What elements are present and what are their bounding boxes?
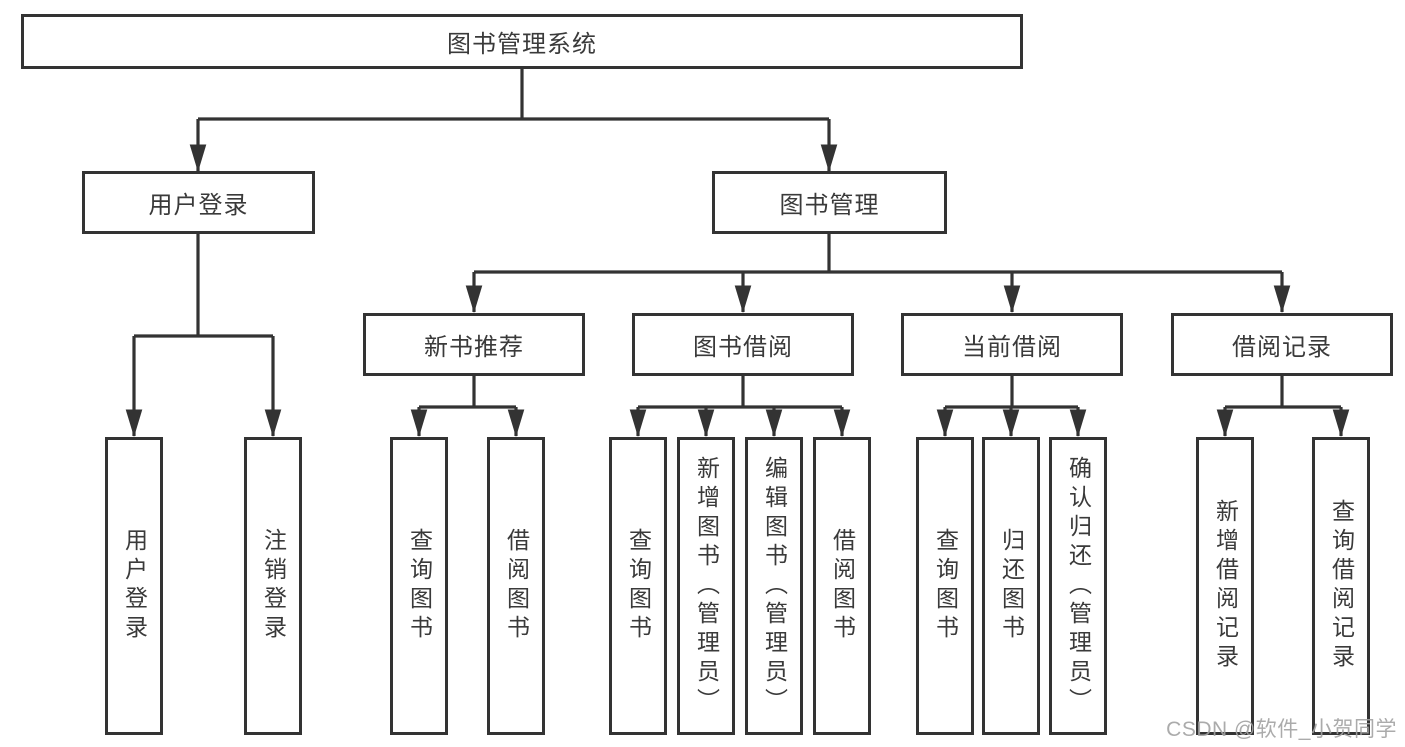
- leaf-current-confirm-return-admin: 确认归还（管理员）: [1049, 437, 1107, 735]
- leaf-newbooks-borrow-books: 借阅图书: [487, 437, 545, 735]
- node-label: 当前借阅: [962, 334, 1062, 361]
- edge-arrows: [125, 119, 1350, 437]
- node-label: 用户登录: [121, 528, 148, 644]
- node-root: 图书管理系统: [21, 14, 1023, 69]
- leaf-user-login: 用户登录: [105, 437, 163, 735]
- node-label: 用户登录: [148, 192, 249, 219]
- leaf-current-query-books: 查询图书: [916, 437, 974, 735]
- node-label: 确认归还（管理员）: [1065, 455, 1092, 717]
- csdn-watermark: CSDN @软件_小贺同学: [1166, 718, 1397, 741]
- node-borrow-records: 借阅记录: [1171, 313, 1393, 376]
- leaf-current-return-books: 归还图书: [982, 437, 1040, 735]
- node-label: 图书借阅: [693, 334, 793, 361]
- node-label: 查询借阅记录: [1328, 499, 1355, 673]
- node-label: 新增图书（管理员）: [693, 455, 720, 717]
- leaf-records-add-record: 新增借阅记录: [1196, 437, 1254, 735]
- leaf-borrow-query-books: 查询图书: [609, 437, 667, 735]
- node-label: 归还图书: [998, 528, 1025, 644]
- leaf-borrow-add-books-admin: 新增图书（管理员）: [677, 437, 735, 735]
- node-label: 借阅图书: [829, 528, 856, 644]
- node-label: 查询图书: [406, 528, 433, 644]
- node-label: 查询图书: [625, 528, 652, 644]
- node-label: 注销登录: [260, 528, 287, 644]
- node-label: 新书推荐: [424, 334, 524, 361]
- node-current-borrow: 当前借阅: [901, 313, 1123, 376]
- node-new-book-recommend: 新书推荐: [363, 313, 585, 376]
- node-label: 图书管理: [779, 192, 880, 219]
- node-label: 新增借阅记录: [1212, 499, 1239, 673]
- leaf-borrow-edit-books-admin: 编辑图书（管理员）: [745, 437, 803, 735]
- node-label: 图书管理系统: [447, 31, 597, 58]
- node-label: 查询图书: [932, 528, 959, 644]
- edge-skeleton: [134, 68, 1341, 409]
- leaf-logout: 注销登录: [244, 437, 302, 735]
- node-book-borrow: 图书借阅: [632, 313, 854, 376]
- node-book-management: 图书管理: [712, 171, 947, 234]
- node-user-login: 用户登录: [82, 171, 315, 234]
- node-label: 编辑图书（管理员）: [761, 455, 788, 717]
- leaf-newbooks-query-books: 查询图书: [390, 437, 448, 735]
- leaf-records-query-record: 查询借阅记录: [1312, 437, 1370, 735]
- node-label: 借阅图书: [503, 528, 530, 644]
- node-label: 借阅记录: [1232, 334, 1332, 361]
- leaf-borrow-borrow-books: 借阅图书: [813, 437, 871, 735]
